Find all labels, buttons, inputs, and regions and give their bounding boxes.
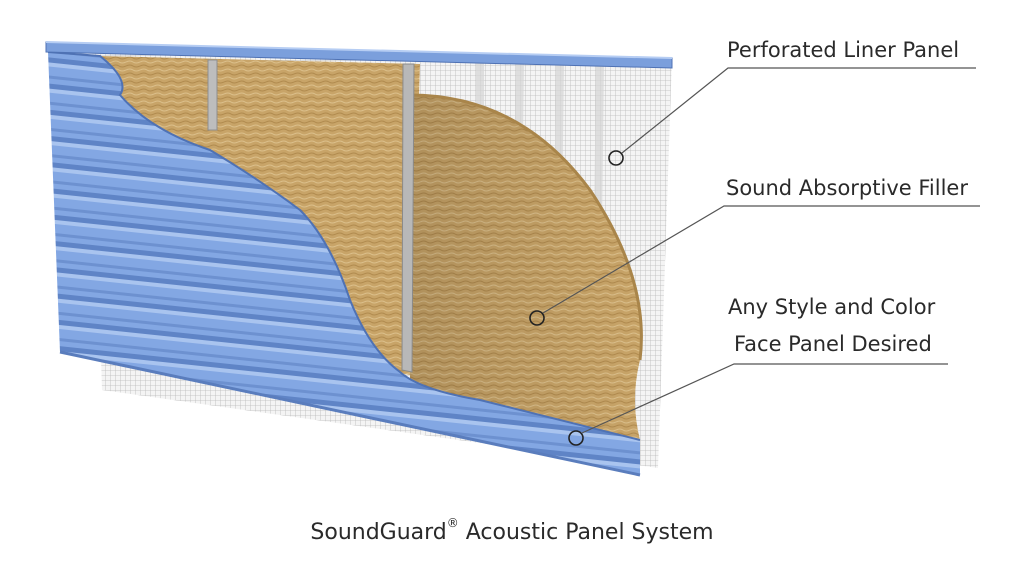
caption-brand: SoundGuard [310, 520, 447, 545]
label-sound-absorptive-filler: Sound Absorptive Filler [726, 176, 968, 200]
figure-caption: SoundGuard® Acoustic Panel System [0, 516, 1024, 545]
label-perforated-liner-panel: Perforated Liner Panel [727, 38, 960, 62]
label-face-panel-line2: Face Panel Desired [734, 332, 932, 356]
callout-liner [608, 67, 976, 166]
callout-filler [529, 205, 980, 326]
label-face-panel-line1: Any Style and Color [728, 295, 936, 319]
top-cap-channel [45, 41, 673, 69]
callout-face-panel [568, 363, 948, 446]
steel-studs [207, 59, 415, 373]
caption-rest: Acoustic Panel System [458, 520, 714, 545]
face-panel [47, 51, 641, 477]
registered-mark: ® [446, 516, 459, 530]
